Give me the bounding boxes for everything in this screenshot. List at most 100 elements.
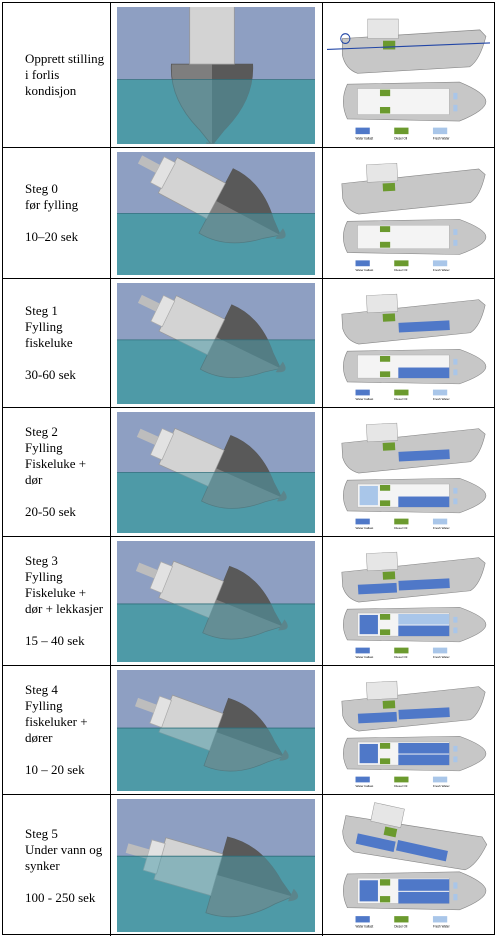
fresh-water-tank-plan — [453, 498, 458, 505]
flooded-hold-plan — [398, 496, 450, 508]
fresh-water-tank-plan — [453, 229, 458, 235]
legend-label: Water ballast — [356, 925, 374, 929]
legend-swatch — [432, 389, 448, 396]
diesel-tank-plan — [379, 484, 391, 491]
legend-swatch — [432, 776, 448, 783]
heel-simulation-cell — [111, 3, 323, 147]
heel-simulation-cell — [111, 666, 323, 794]
legend-swatch — [394, 260, 409, 267]
stage-duration: 30-60 sek — [25, 367, 76, 382]
legend-label: Diesel Oil — [394, 397, 407, 401]
superstructure-profile — [366, 293, 399, 314]
superstructure-profile — [367, 18, 399, 39]
fresh-water-tank-plan — [453, 627, 458, 634]
superstructure-profile — [370, 802, 405, 828]
fresh-water-tank-plan — [453, 745, 458, 752]
flooded-hold-profile — [395, 840, 448, 862]
sea-overlay — [117, 213, 315, 275]
legend-swatch — [355, 776, 370, 783]
tank-diagram-cell: Water ballast Diesel Oil Fresh Water — [323, 279, 494, 407]
legend-label: Fresh Water — [433, 397, 450, 401]
fresh-water-tank-plan — [453, 369, 458, 376]
diesel-tank-plan — [379, 241, 391, 248]
flooded-fwd-plan — [398, 613, 450, 625]
legend-label: Fresh Water — [433, 526, 450, 530]
superstructure-profile — [366, 422, 399, 443]
fresh-water-tank-plan — [453, 92, 458, 100]
flooded-hold-plan — [398, 754, 450, 766]
stage-label-line: Fylling — [25, 698, 63, 713]
sea-overlay — [117, 339, 315, 404]
stage-label-line: Steg 1 — [25, 303, 58, 318]
flooded-aft-plan — [359, 614, 378, 635]
legend-swatch — [394, 647, 409, 654]
superstructure-profile — [366, 163, 399, 183]
legend-swatch — [355, 389, 370, 396]
sea-overlay — [117, 728, 315, 791]
heel-simulation — [117, 152, 315, 275]
fresh-water-tank-plan — [453, 893, 458, 901]
sea-overlay — [117, 472, 315, 533]
heel-simulation — [117, 412, 315, 533]
stage-label-line: Steg 5 — [25, 825, 58, 841]
flooded-aft-profile — [357, 711, 398, 724]
flooded-aft-plan — [359, 880, 378, 902]
stage-label-line: Fylling — [25, 440, 63, 455]
plan-view — [342, 477, 487, 514]
flooded-hold-plan — [398, 625, 450, 637]
legend-label: Diesel Oil — [394, 526, 407, 530]
diesel-tank-profile — [382, 571, 396, 580]
heel-simulation — [117, 283, 315, 404]
legend-swatch — [394, 518, 409, 525]
plan-view — [342, 219, 487, 255]
flooded-aft-plan — [359, 485, 378, 506]
stage-duration: 15 – 40 sek — [25, 633, 85, 648]
plan-view — [342, 871, 487, 911]
sea-overlay — [117, 856, 315, 932]
diesel-tank-plan — [379, 613, 391, 620]
superstructure — [189, 7, 235, 65]
flooded-hold-profile — [398, 449, 450, 462]
fresh-water-tank-plan — [453, 239, 458, 246]
legend-swatch — [394, 389, 409, 396]
stage-label-line: Opprett stilling — [25, 51, 105, 66]
diesel-tank-profile — [382, 442, 396, 451]
legend-swatch — [355, 916, 370, 923]
legend-label: Fresh Water — [433, 925, 450, 929]
mast — [134, 697, 157, 714]
legend-swatch — [432, 518, 448, 525]
mast — [136, 428, 159, 445]
tank-diagram-cell: Water ballast Diesel Oil Fresh Water — [323, 408, 494, 536]
diesel-tank-plan — [379, 629, 391, 636]
flooded-hold-profile — [398, 707, 450, 720]
diesel-tank-plan — [379, 371, 391, 378]
diesel-tank-plan — [379, 758, 391, 765]
stage-label-line: før fylling — [25, 197, 79, 212]
flooded-aft-profile — [357, 582, 398, 595]
legend-label: Water ballast — [356, 784, 374, 788]
legend-swatch — [432, 260, 448, 267]
flooded-hold-profile — [398, 320, 450, 333]
profile-view — [341, 293, 486, 345]
diesel-tank-plan — [379, 89, 391, 97]
stage-label-line: Under vann og — [25, 841, 103, 857]
legend-swatch — [355, 647, 370, 654]
legend-label: Water ballast — [356, 397, 374, 401]
legend-label: Water ballast — [356, 526, 374, 530]
heel-simulation-cell — [111, 279, 323, 407]
stage-label-line: Steg 0 — [25, 181, 58, 196]
